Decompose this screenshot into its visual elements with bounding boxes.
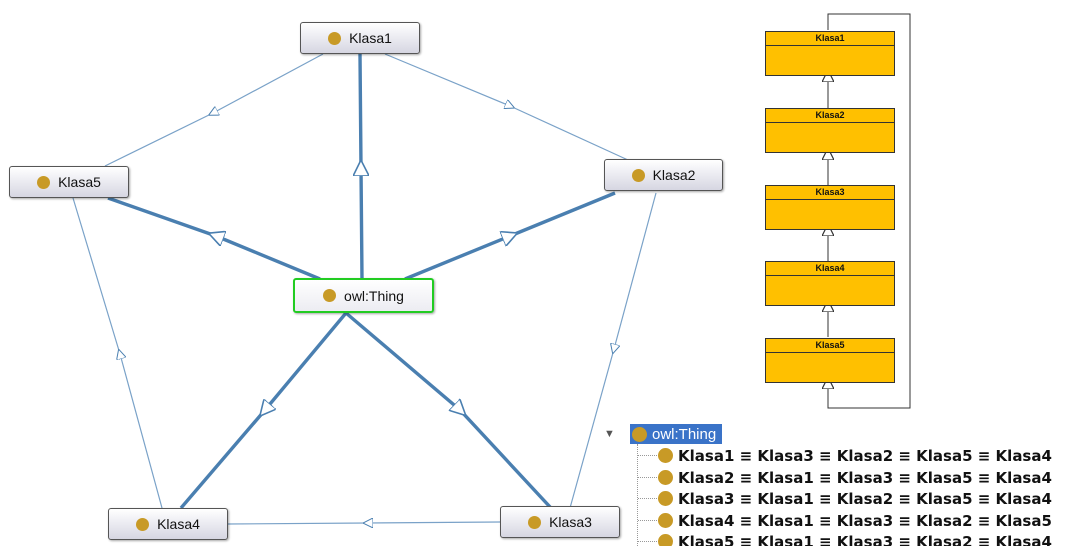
node-label: owl:Thing (344, 287, 404, 304)
uml-edge-klasa1-klasa5 (828, 13, 911, 409)
edge-root-klasa4 (179, 311, 348, 510)
node-label: Klasa1 (349, 30, 392, 46)
node-label: Klasa4 (157, 516, 200, 532)
tree-connector (638, 477, 657, 478)
uml-class-title: Klasa2 (766, 109, 894, 123)
class-icon (328, 31, 342, 45)
collapse-triangle-icon[interactable]: ▼ (604, 428, 615, 440)
uml-class-title: Klasa5 (766, 339, 894, 353)
uml-class-title: Klasa1 (766, 32, 894, 46)
node-klasa2[interactable]: Klasa2 (604, 159, 723, 191)
uml-class-klasa1[interactable]: Klasa1 (765, 31, 895, 76)
tree-item-owl-thing[interactable]: owl:Thing (630, 424, 723, 444)
tree-item[interactable]: Klasa5 ≡ Klasa1 ≡ Klasa3 ≡ Klasa2 ≡ Klas… (658, 531, 1052, 546)
node-klasa1[interactable]: Klasa1 (300, 22, 420, 54)
edge-root-klasa3 (344, 311, 553, 510)
edge-root-klasa2 (404, 191, 616, 281)
edge-klasa1-klasa5 (104, 53, 324, 167)
uml-class-klasa5[interactable]: Klasa5 (765, 338, 895, 383)
node-owl-thing[interactable]: owl:Thing (293, 278, 434, 313)
tree-root: ▼ owl:Thing (604, 424, 723, 444)
edge-klasa1-klasa2 (384, 53, 629, 161)
tree-connector (638, 498, 657, 499)
class-icon (658, 470, 673, 485)
class-icon (632, 426, 647, 442)
edge-root-klasa1 (360, 53, 362, 280)
tree-item-label: owl:Thing (652, 425, 717, 443)
class-icon (323, 289, 337, 302)
edge-root-klasa5 (107, 196, 321, 281)
tree-item-label: Klasa2 ≡ Klasa1 ≡ Klasa3 ≡ Klasa5 ≡ Klas… (678, 468, 1052, 487)
node-label: Klasa5 (58, 174, 101, 190)
uml-class-klasa2[interactable]: Klasa2 (765, 108, 895, 153)
class-icon (136, 517, 150, 531)
class-icon (658, 513, 673, 528)
class-icon (37, 175, 51, 189)
class-icon (631, 168, 645, 182)
tree-connector (637, 444, 638, 546)
tree-item-label: Klasa3 ≡ Klasa1 ≡ Klasa2 ≡ Klasa5 ≡ Klas… (678, 489, 1052, 508)
tree-item[interactable]: Klasa2 ≡ Klasa1 ≡ Klasa3 ≡ Klasa5 ≡ Klas… (658, 467, 1052, 488)
class-icon (658, 491, 673, 506)
tree-connector (638, 455, 657, 456)
node-klasa5[interactable]: Klasa5 (9, 166, 129, 198)
edge-klasa4-klasa5 (72, 197, 163, 509)
class-icon (658, 534, 673, 546)
node-klasa4[interactable]: Klasa4 (108, 508, 228, 540)
class-icon (528, 515, 542, 529)
uml-class-klasa4[interactable]: Klasa4 (765, 261, 895, 306)
tree-item-label: Klasa5 ≡ Klasa1 ≡ Klasa3 ≡ Klasa2 ≡ Klas… (678, 532, 1052, 546)
edge-klasa2-klasa3 (569, 192, 657, 509)
tree-item[interactable]: Klasa4 ≡ Klasa1 ≡ Klasa3 ≡ Klasa2 ≡ Klas… (658, 510, 1052, 531)
tree-item-label: Klasa1 ≡ Klasa3 ≡ Klasa2 ≡ Klasa5 ≡ Klas… (678, 446, 1052, 465)
edge-klasa3-klasa4 (227, 522, 501, 524)
node-label: Klasa3 (549, 514, 592, 530)
tree-connector (638, 541, 657, 542)
node-klasa3[interactable]: Klasa3 (500, 506, 620, 538)
tree-item-label: Klasa4 ≡ Klasa1 ≡ Klasa3 ≡ Klasa2 ≡ Klas… (678, 511, 1052, 530)
node-label: Klasa2 (652, 167, 696, 183)
uml-class-title: Klasa3 (766, 186, 894, 200)
tree-item[interactable]: Klasa3 ≡ Klasa1 ≡ Klasa2 ≡ Klasa5 ≡ Klas… (658, 488, 1052, 509)
class-icon (658, 448, 673, 463)
tree-connector (638, 520, 657, 521)
tree-item[interactable]: Klasa1 ≡ Klasa3 ≡ Klasa2 ≡ Klasa5 ≡ Klas… (658, 445, 1052, 466)
uml-class-klasa3[interactable]: Klasa3 (765, 185, 895, 230)
class-hierarchy-tree: ▼ owl:Thing Klasa1 ≡ Klasa3 ≡ Klasa2 ≡ K… (604, 424, 1065, 546)
uml-class-title: Klasa4 (766, 262, 894, 276)
